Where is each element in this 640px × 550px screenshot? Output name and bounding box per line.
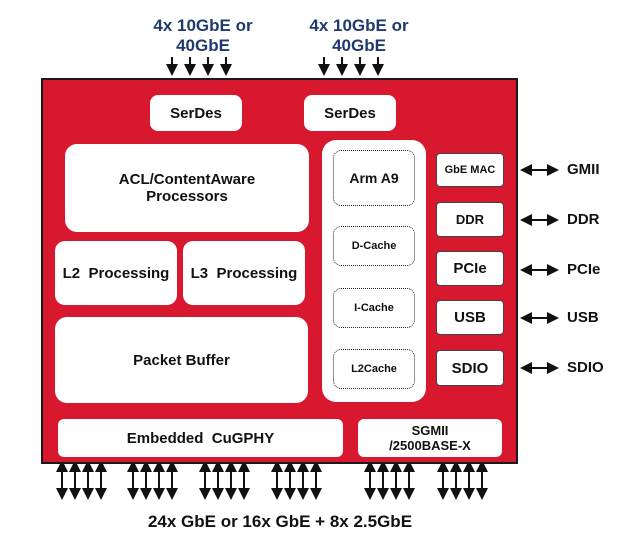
sdio-external-label: SDIO [567, 359, 604, 376]
bottom-bidirectional-arrows [56, 460, 488, 500]
i-cache-block: I-Cache [333, 288, 415, 328]
top-port-label-right-line2: 40GbE [332, 36, 386, 55]
ddr-block: DDR [436, 202, 504, 237]
l2-cache-label: L2Cache [351, 363, 397, 375]
sgmii-block: SGMII /2500BASE-X [358, 419, 502, 457]
sdio-block-label: SDIO [451, 359, 489, 377]
d-cache-label: D-Cache [351, 240, 397, 252]
l2-processing-block: L2 Processing [55, 241, 177, 305]
serdes-block-right: SerDes [304, 95, 396, 131]
serdes-block-left: SerDes [150, 95, 242, 131]
packet-buffer-label: Packet Buffer [133, 351, 230, 369]
ddr-block-label: DDR [455, 212, 485, 227]
embedded-cugphy-label: Embedded CuGPHY [126, 429, 275, 447]
top-port-label-left-line1: 4x 10GbE or [153, 16, 253, 35]
l2-label: L2 Processing [62, 264, 170, 282]
top-port-label-left: 4x 10GbE or 40GbE [128, 16, 278, 56]
right-bidirectional-arrows [520, 164, 559, 374]
gbe-mac-block: GbE MAC [436, 153, 504, 187]
embedded-cugphy-block: Embedded CuGPHY [58, 419, 343, 457]
d-cache-block: D-Cache [333, 226, 415, 266]
pcie-block: PCIe [436, 251, 504, 286]
l3-label: L3 Processing [190, 264, 298, 282]
packet-buffer-block: Packet Buffer [55, 317, 308, 403]
serdes-left-label: SerDes [170, 104, 222, 122]
usb-external-label: USB [567, 309, 599, 326]
top-right-down-arrows [318, 57, 384, 76]
pcie-block-label: PCIe [453, 260, 487, 277]
l2-cache-block: L2Cache [333, 349, 415, 389]
arm-a9-core: Arm A9 [333, 150, 415, 206]
top-port-label-right: 4x 10GbE or 40GbE [284, 16, 434, 56]
top-port-label-right-line1: 4x 10GbE or [309, 16, 409, 35]
arm-a9-label: Arm A9 [349, 170, 399, 186]
bottom-port-label-text: 24x GbE or 16x GbE + 8x 2.5GbE [147, 512, 413, 531]
serdes-right-label: SerDes [324, 104, 376, 122]
sdio-block: SDIO [436, 350, 504, 386]
i-cache-label: I-Cache [354, 302, 394, 314]
gmii-label: GMII [567, 161, 600, 178]
sgmii-line1: SGMII [411, 423, 449, 438]
ddr-external-label: DDR [567, 211, 600, 228]
sgmii-line2: /2500BASE-X [389, 438, 471, 453]
acl-processors-block: ACL/ContentAware Processors [65, 144, 309, 232]
pcie-external-label: PCIe [567, 261, 601, 278]
top-port-label-left-line2: 40GbE [176, 36, 230, 55]
usb-block: USB [436, 300, 504, 335]
l3-processing-block: L3 Processing [183, 241, 305, 305]
gbe-mac-label: GbE MAC [444, 164, 496, 176]
usb-block-label: USB [454, 309, 486, 326]
acl-line2: Processors [146, 188, 228, 205]
acl-line1: ACL/ContentAware [118, 171, 256, 188]
bottom-port-label: 24x GbE or 16x GbE + 8x 2.5GbE [0, 512, 560, 532]
top-left-down-arrows [166, 57, 232, 76]
